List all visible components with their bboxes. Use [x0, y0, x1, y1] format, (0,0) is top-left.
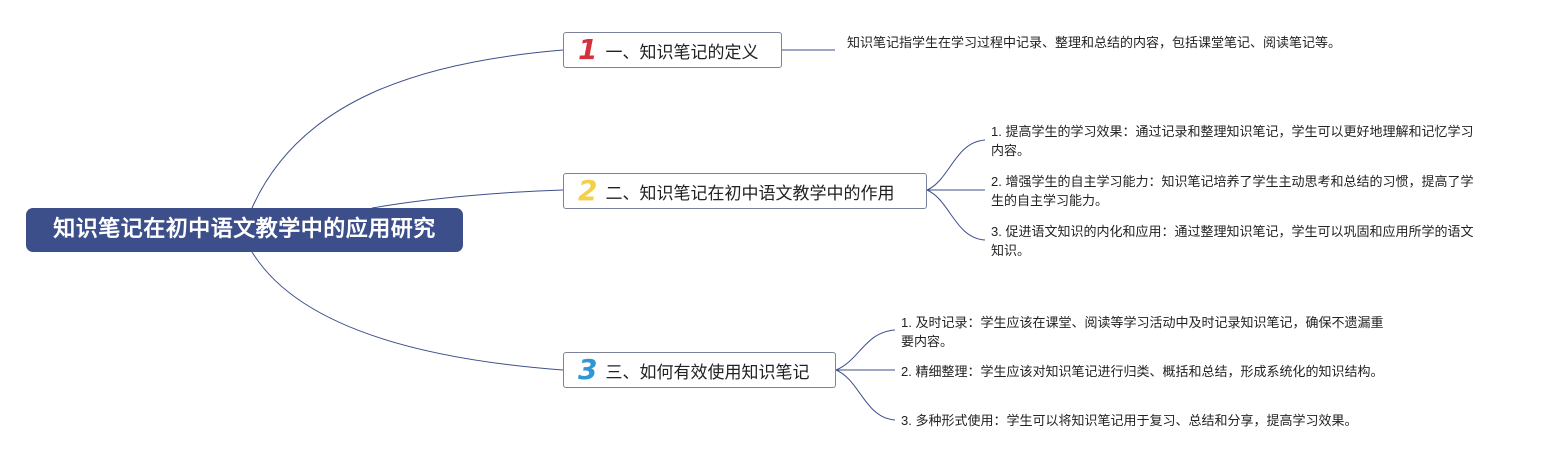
branch-role-label: 二、知识笔记在初中语文教学中的作用: [605, 183, 895, 204]
leaf-definition-text[interactable]: 知识笔记指学生在学习过程中记录、整理和总结的内容，包括课堂笔记、阅读笔记等。: [847, 35, 1342, 50]
leaf-usage-3[interactable]: 3. 多种形式使用：学生可以将知识笔记用于复习、总结和分享，提高学习效果。: [901, 413, 1358, 428]
branch-definition-label: 一、知识笔记的定义: [605, 42, 759, 63]
branch-definition[interactable]: 1 一、知识笔记的定义: [563, 32, 782, 68]
connector-root-branch-3: [251, 251, 564, 371]
branch-role[interactable]: 2 二、知识笔记在初中语文教学中的作用: [563, 173, 927, 209]
leaf-role-2[interactable]: 2. 增强学生的自主学习能力：知识笔记培养了学生主动思考和总结的习惯，提高了学生…: [991, 174, 1474, 208]
connector-branch-2-leaf-3: [926, 189, 986, 241]
connector-branch-3-leaf-3: [835, 369, 896, 421]
branch-usage[interactable]: 3 三、如何有效使用知识笔记: [563, 352, 836, 388]
root-topic-label: 知识笔记在初中语文教学中的应用研究: [53, 217, 436, 242]
connector-branch-2-leaf-1: [926, 139, 986, 191]
root-topic[interactable]: 知识笔记在初中语文教学中的应用研究: [26, 208, 463, 252]
branch-usage-label: 三、如何有效使用知识笔记: [605, 362, 810, 383]
leaf-usage-1[interactable]: 1. 及时记录：学生应该在课堂、阅读等学习活动中及时记录知识笔记，确保不遗漏重要…: [901, 315, 1384, 349]
number-2-icon: 2: [578, 174, 598, 207]
number-1-icon: 1: [578, 33, 598, 66]
leaf-role-1[interactable]: 1. 提高学生的学习效果：通过记录和整理知识笔记，学生可以更好地理解和记忆学习内…: [991, 124, 1474, 158]
number-3-icon: 3: [578, 353, 598, 386]
connector-root-branch-2: [371, 189, 564, 209]
leaf-role-3[interactable]: 3. 促进语文知识的内化和应用：通过整理知识笔记，学生可以巩固和应用所学的语文知…: [991, 224, 1474, 258]
connector-root-branch-1: [251, 49, 564, 209]
connector-branch-3-leaf-1: [835, 329, 896, 371]
leaf-usage-2[interactable]: 2. 精细整理：学生应该对知识笔记进行归类、概括和总结，形成系统化的知识结构。: [901, 364, 1384, 379]
